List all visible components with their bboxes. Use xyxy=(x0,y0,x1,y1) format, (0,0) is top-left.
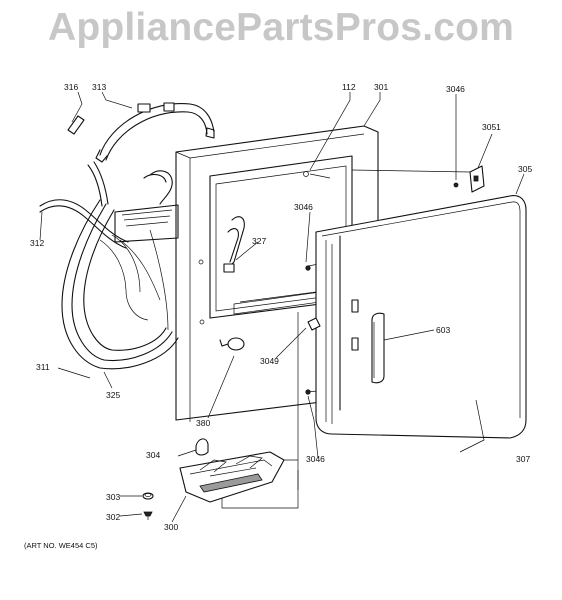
callout-312: 312 xyxy=(30,238,44,248)
control-knob-380 xyxy=(219,337,245,351)
callout-603: 603 xyxy=(436,325,450,335)
door-catch-3049 xyxy=(307,317,321,331)
callout-303: 303 xyxy=(106,492,120,502)
callout-325: 325 xyxy=(106,390,120,400)
callout-3046-mid: 3046 xyxy=(294,202,313,212)
callout-305: 305 xyxy=(518,164,532,174)
callout-313: 313 xyxy=(92,82,106,92)
door-seal-part xyxy=(61,199,179,370)
callout-3046-top: 3046 xyxy=(446,84,465,94)
callout-301: 301 xyxy=(374,82,388,92)
callout-302: 302 xyxy=(106,512,120,522)
fastener-303 xyxy=(142,492,154,500)
bumper-304 xyxy=(195,438,209,456)
art-number: (ART NO. WE454 C5) xyxy=(24,541,98,550)
screw-302 xyxy=(143,511,153,520)
door-strike-3051 xyxy=(453,165,485,193)
callout-307: 307 xyxy=(516,454,530,464)
callout-3046-bottom: 3046 xyxy=(306,454,325,464)
drum-front-panel xyxy=(114,204,179,301)
door-assembly-307 xyxy=(305,195,527,439)
callout-327: 327 xyxy=(252,236,266,246)
lint-housing-300 xyxy=(179,451,285,503)
harness-strap-312 xyxy=(39,161,173,249)
callout-3049: 3049 xyxy=(260,356,279,366)
watermark-logo: AppliancePartsPros.com xyxy=(47,6,515,49)
callout-304: 304 xyxy=(146,450,160,460)
felt-seal-316 xyxy=(67,115,85,135)
callout-112: 112 xyxy=(342,82,356,92)
callout-labels: 316 313 112 301 3046 3051 305 3046 327 3… xyxy=(30,82,532,532)
callout-300: 300 xyxy=(164,522,178,532)
callout-311: 311 xyxy=(36,362,50,372)
drum-bracket-313 xyxy=(95,102,215,163)
callout-380: 380 xyxy=(196,418,210,428)
callout-3051: 3051 xyxy=(482,122,501,132)
leader-lines xyxy=(39,91,525,523)
callout-316: 316 xyxy=(64,82,78,92)
